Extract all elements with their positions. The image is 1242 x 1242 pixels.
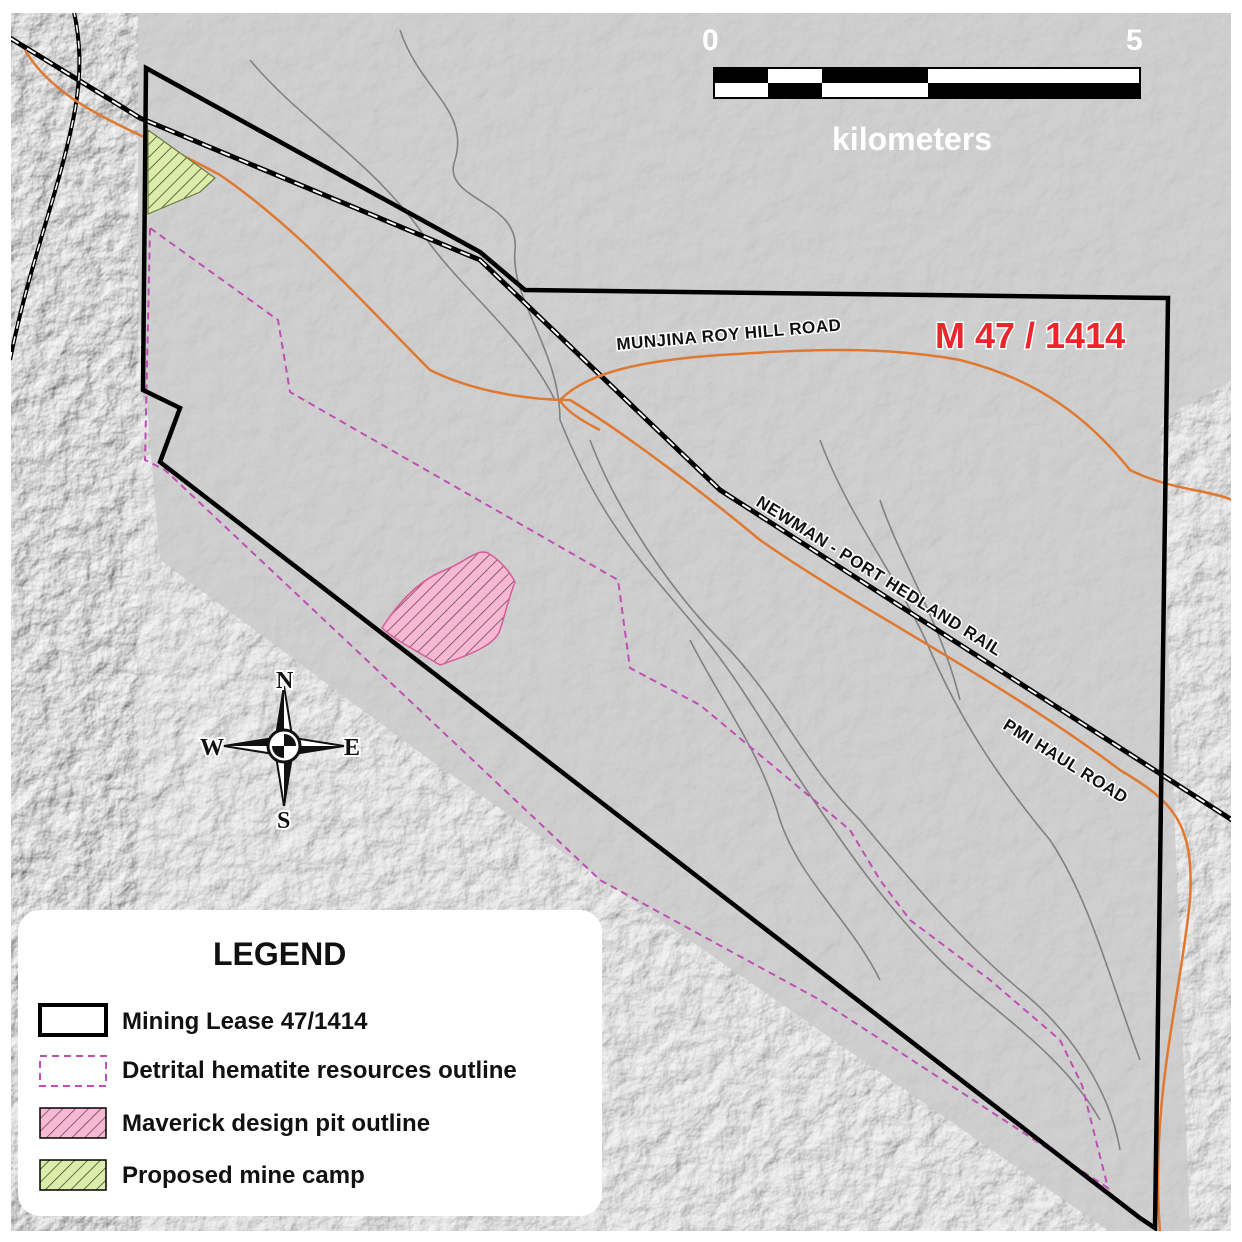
compass-point-north-shade xyxy=(276,686,284,736)
lease-id-label: M 47 / 1414 xyxy=(935,315,1125,356)
munjina-roy-hill-road xyxy=(559,348,1232,502)
maverick-pit xyxy=(381,551,516,666)
legend-swatch-pit xyxy=(39,1107,107,1139)
compass-center-quadrants xyxy=(272,734,296,758)
drainage-lines xyxy=(249,29,1141,1151)
compass-rose: N S E W xyxy=(198,666,362,836)
mine-camp xyxy=(147,128,216,215)
resource-outline xyxy=(143,226,1110,1191)
compass-point-east-shade xyxy=(294,746,344,754)
scale-unit-label: kilometers xyxy=(832,121,992,157)
legend-label-camp: Proposed mine camp xyxy=(122,1162,365,1189)
scale-start-label: 0 xyxy=(702,24,719,57)
road-junction-link xyxy=(558,399,601,432)
compass-letter-s: S xyxy=(277,808,290,834)
legend: LEGEND Mining Lease 47/1414 Detrital hem… xyxy=(18,910,602,1216)
scale-seg-2 xyxy=(768,83,822,98)
legend-swatch-lease xyxy=(38,1003,108,1037)
legend-label-lease: Mining Lease 47/1414 xyxy=(122,1008,368,1035)
scale-seg-4 xyxy=(928,83,1140,98)
imagery-strip-texture xyxy=(138,12,1232,1232)
map-frame xyxy=(9,11,1233,1233)
scale-seg-1 xyxy=(714,68,768,83)
compass-letter-w: W xyxy=(200,735,224,761)
scale-end-label: 5 xyxy=(1126,24,1143,57)
legend-label-pit: Maverick design pit outline xyxy=(122,1110,430,1137)
legend-title: LEGEND xyxy=(213,936,346,972)
scale-bar: 0 5 kilometers xyxy=(702,24,1143,157)
compass-letter-e: E xyxy=(344,735,360,761)
mining-lease-boundary xyxy=(140,64,1171,1232)
legend-swatch-camp xyxy=(39,1159,107,1191)
rail-spur-dash xyxy=(10,12,81,361)
rail-line-dash xyxy=(10,37,1232,821)
compass-point-south-shade xyxy=(284,756,292,806)
compass-letter-n: N xyxy=(276,668,294,694)
pmi-haul-road xyxy=(23,49,1192,1232)
legend-swatch-resource xyxy=(39,1055,107,1087)
legend-label-resource: Detrital hematite resources outline xyxy=(122,1057,517,1084)
legend-panel xyxy=(18,910,602,1216)
compass-point-west-shade xyxy=(224,738,274,746)
scale-seg-3 xyxy=(822,68,928,83)
